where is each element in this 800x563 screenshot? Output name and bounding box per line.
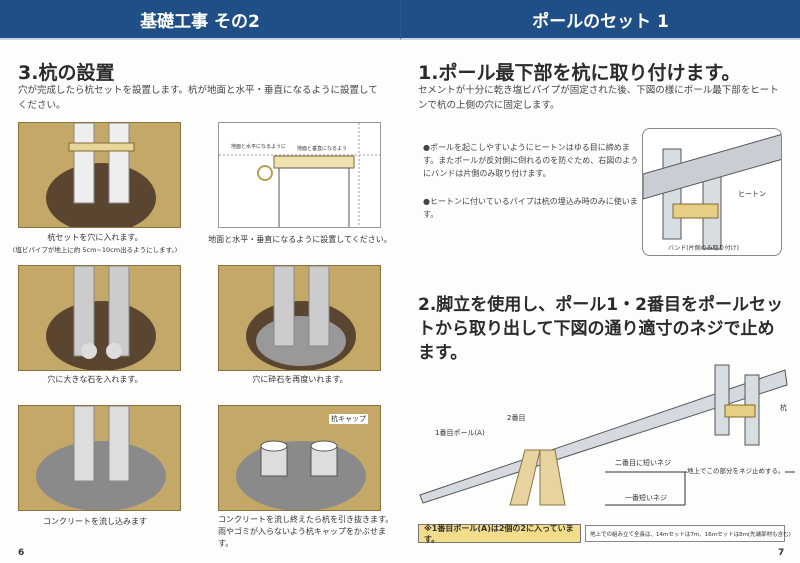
bullet-1: ●ポールを起こしやすいようにヒートンはゆる目に締めます。またポールが反対側に倒れ… bbox=[423, 143, 639, 178]
step-caption-5: コンクリートを流し込みます bbox=[43, 517, 147, 526]
right-page-header: ポールのセット 1 bbox=[400, 0, 800, 40]
shortest-screw-label: 一番短いネジ bbox=[625, 494, 667, 502]
short-screw-2-label: 二番目に短いネジ bbox=[615, 459, 671, 467]
pole-a-note: ※1番目ポール(A)は2個の2に入っています。 bbox=[418, 524, 581, 544]
step-illustration-6: 杭キャップ bbox=[218, 405, 381, 511]
step-caption-3: 穴に大きな石を入れます。 bbox=[47, 375, 143, 384]
step-caption-6: コンクリートを流し終えたら杭を引き抜きます。雨やゴミが入らないよう杭キャップをか… bbox=[218, 515, 394, 548]
step-caption-1: 杭セットを穴に入れます。 bbox=[47, 233, 143, 242]
vertical-label: 地面と垂直になるよう bbox=[297, 146, 348, 152]
step-caption-4: 穴に砕石を再度いれます。 bbox=[252, 375, 348, 384]
left-page-header: 基礎工事 その2 bbox=[0, 0, 400, 40]
section-title-tripod: 2.脚立を使用し、ポール1・2番目をポールセットから取り出して下図の通り適寸のネ… bbox=[418, 295, 783, 363]
section-title-attach: 1.ポール最下部を杭に取り付けます。 bbox=[418, 62, 741, 84]
pole-assembly-figure: 1番目ポール(A) 2番目 二番目に短いネジ 一番短いネジ 地上でこの部分をネジ… bbox=[415, 355, 800, 515]
pole-2-label: 2番目 bbox=[507, 414, 526, 422]
attach-intro: セメントが十分に乾き塩ビパイプが固定された後、下図の様にポール最下部をヒートンで… bbox=[418, 85, 779, 111]
step-caption-2: 地面と水平・垂直になるように設置してください。 bbox=[208, 235, 392, 244]
screw-here-label: 地上でこの部分をネジ止めする。 bbox=[687, 465, 785, 475]
stake-cap-label: 杭キャップ bbox=[329, 414, 368, 424]
band-label: バンド(片側のみ取り付け) bbox=[668, 245, 739, 252]
step-illustration-5 bbox=[18, 405, 181, 511]
step-illustration-3 bbox=[18, 265, 181, 371]
section-title-stake: 3.杭の設置 bbox=[18, 62, 115, 84]
attach-figure: ヒートン バンド(片側のみ取り付け) bbox=[642, 128, 782, 256]
pole-1-label: 1番目ポール(A) bbox=[435, 429, 485, 437]
bullet-2: ●ヒートンに付いているパイプは杭の埋込み時のみに使います。 bbox=[423, 197, 638, 219]
right-header-title: ポールのセット 1 bbox=[532, 11, 669, 32]
stake-label: 杭 bbox=[780, 404, 787, 412]
step-subcaption-1: (塩ビパイプが地上に約 5cm~10cm出るようにします。) bbox=[12, 246, 178, 254]
step-illustration-1 bbox=[18, 122, 181, 228]
page-number-left: 6 bbox=[18, 548, 25, 558]
left-header-title: 基礎工事 その2 bbox=[140, 11, 260, 32]
stake-intro: 穴が完成したら杭セットを設置します。杭が地面と水平・垂直になるように設置してくだ… bbox=[18, 85, 378, 111]
horizontal-label: 地面と水平になるように bbox=[231, 144, 287, 150]
page-number-right: 7 bbox=[778, 548, 785, 558]
assembly-length-note: 地上での組み立て全長は、14mセットは7m、16mセットは8m(先端部材も含む) bbox=[585, 525, 791, 542]
step-illustration-4 bbox=[218, 265, 381, 371]
step-illustration-2: 地面と水平になるように 地面と垂直になるよう bbox=[218, 122, 381, 228]
eye-bolt-label: ヒートン bbox=[738, 190, 766, 198]
